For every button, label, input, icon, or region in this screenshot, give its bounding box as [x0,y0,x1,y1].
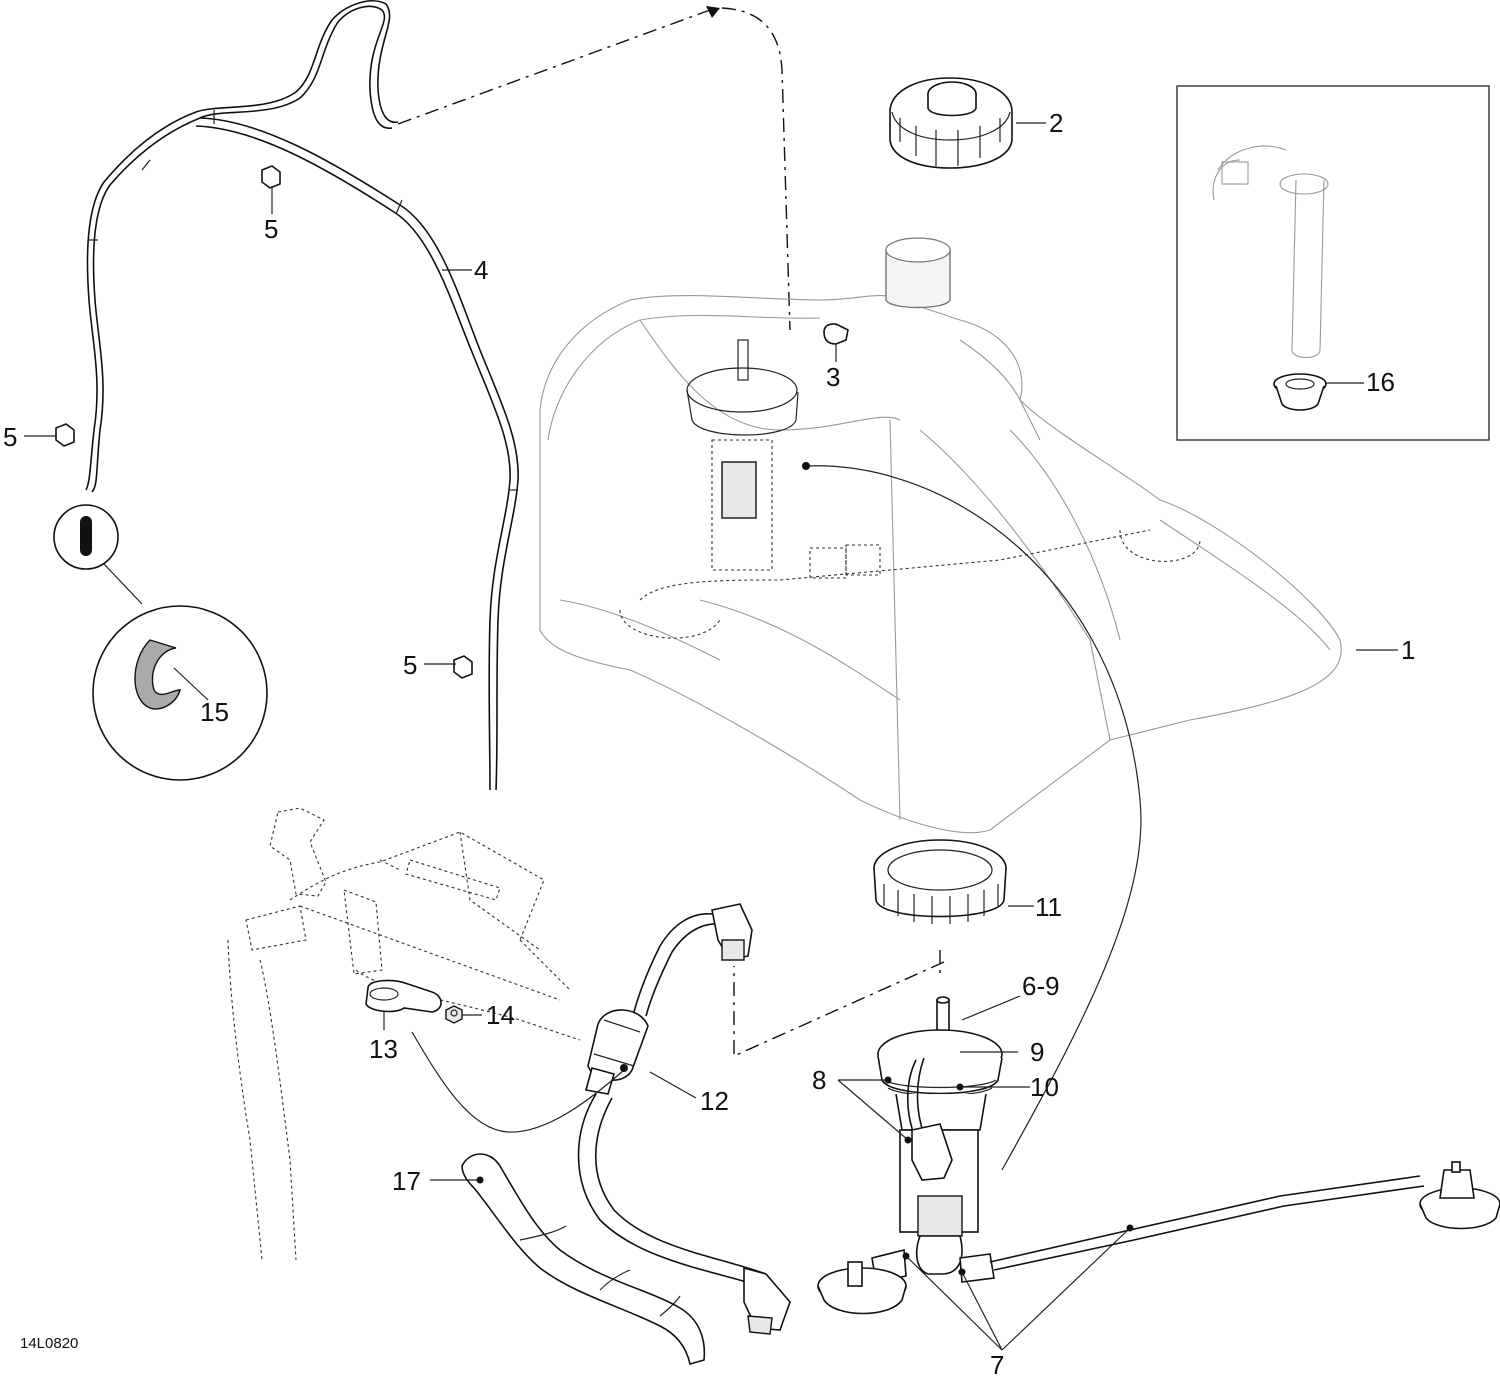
callout-15: 15 [200,697,229,727]
inset-panel [1176,85,1490,441]
hose [461,1153,706,1366]
callout-1: 1 [1401,635,1415,665]
fuel-cap [889,77,1013,169]
callout-17: 17 [392,1166,421,1196]
fuel-line [577,903,791,1335]
frame-section [227,807,581,1261]
assembly-line [733,961,945,1058]
ghost-pump [619,339,1201,639]
detail-leader [805,465,1142,1171]
grommet [1273,373,1327,411]
callout-10: 10 [1030,1072,1059,1102]
leader-13 [411,1031,625,1133]
detail-circle-large [92,605,268,781]
clip-part [453,655,473,679]
callout-labels: 1 2 3 4 5 5 5 6-9 7 8 9 10 11 12 13 14 1… [3,108,1415,1380]
callout-2: 2 [1049,108,1063,138]
vent-hose [85,0,519,791]
clip-part [55,423,75,447]
callout-3: 3 [826,362,840,392]
callout-12: 12 [700,1086,729,1116]
callout-7: 7 [990,1350,1004,1380]
callout-4: 4 [474,255,488,285]
callout-6-9: 6-9 [1022,971,1060,1001]
callout-16: 16 [1366,367,1395,397]
leader-lines [24,122,1398,1351]
callout-13: 13 [369,1034,398,1064]
clamp [365,979,442,1013]
leader-dots [476,1076,1134,1276]
callout-5-left: 5 [3,422,17,452]
arrow-head [706,6,720,18]
callout-9: 9 [1030,1037,1044,1067]
routing-line [721,7,791,331]
diagram-code: 14L0820 [20,1335,78,1352]
callout-11: 11 [1035,892,1062,922]
locking-ring [873,839,1007,924]
clip-part [261,165,281,189]
callout-14: 14 [486,1000,515,1030]
callout-5-bottom: 5 [403,650,417,680]
callout-5-top: 5 [264,214,278,244]
detail-circle-small [53,504,119,570]
fuel-pump-module [817,996,1500,1315]
nut [445,1005,463,1024]
callout-8: 8 [812,1065,826,1095]
routing-line [397,9,711,125]
elbow-fitting [823,323,849,345]
fuel-tank [539,237,1342,834]
